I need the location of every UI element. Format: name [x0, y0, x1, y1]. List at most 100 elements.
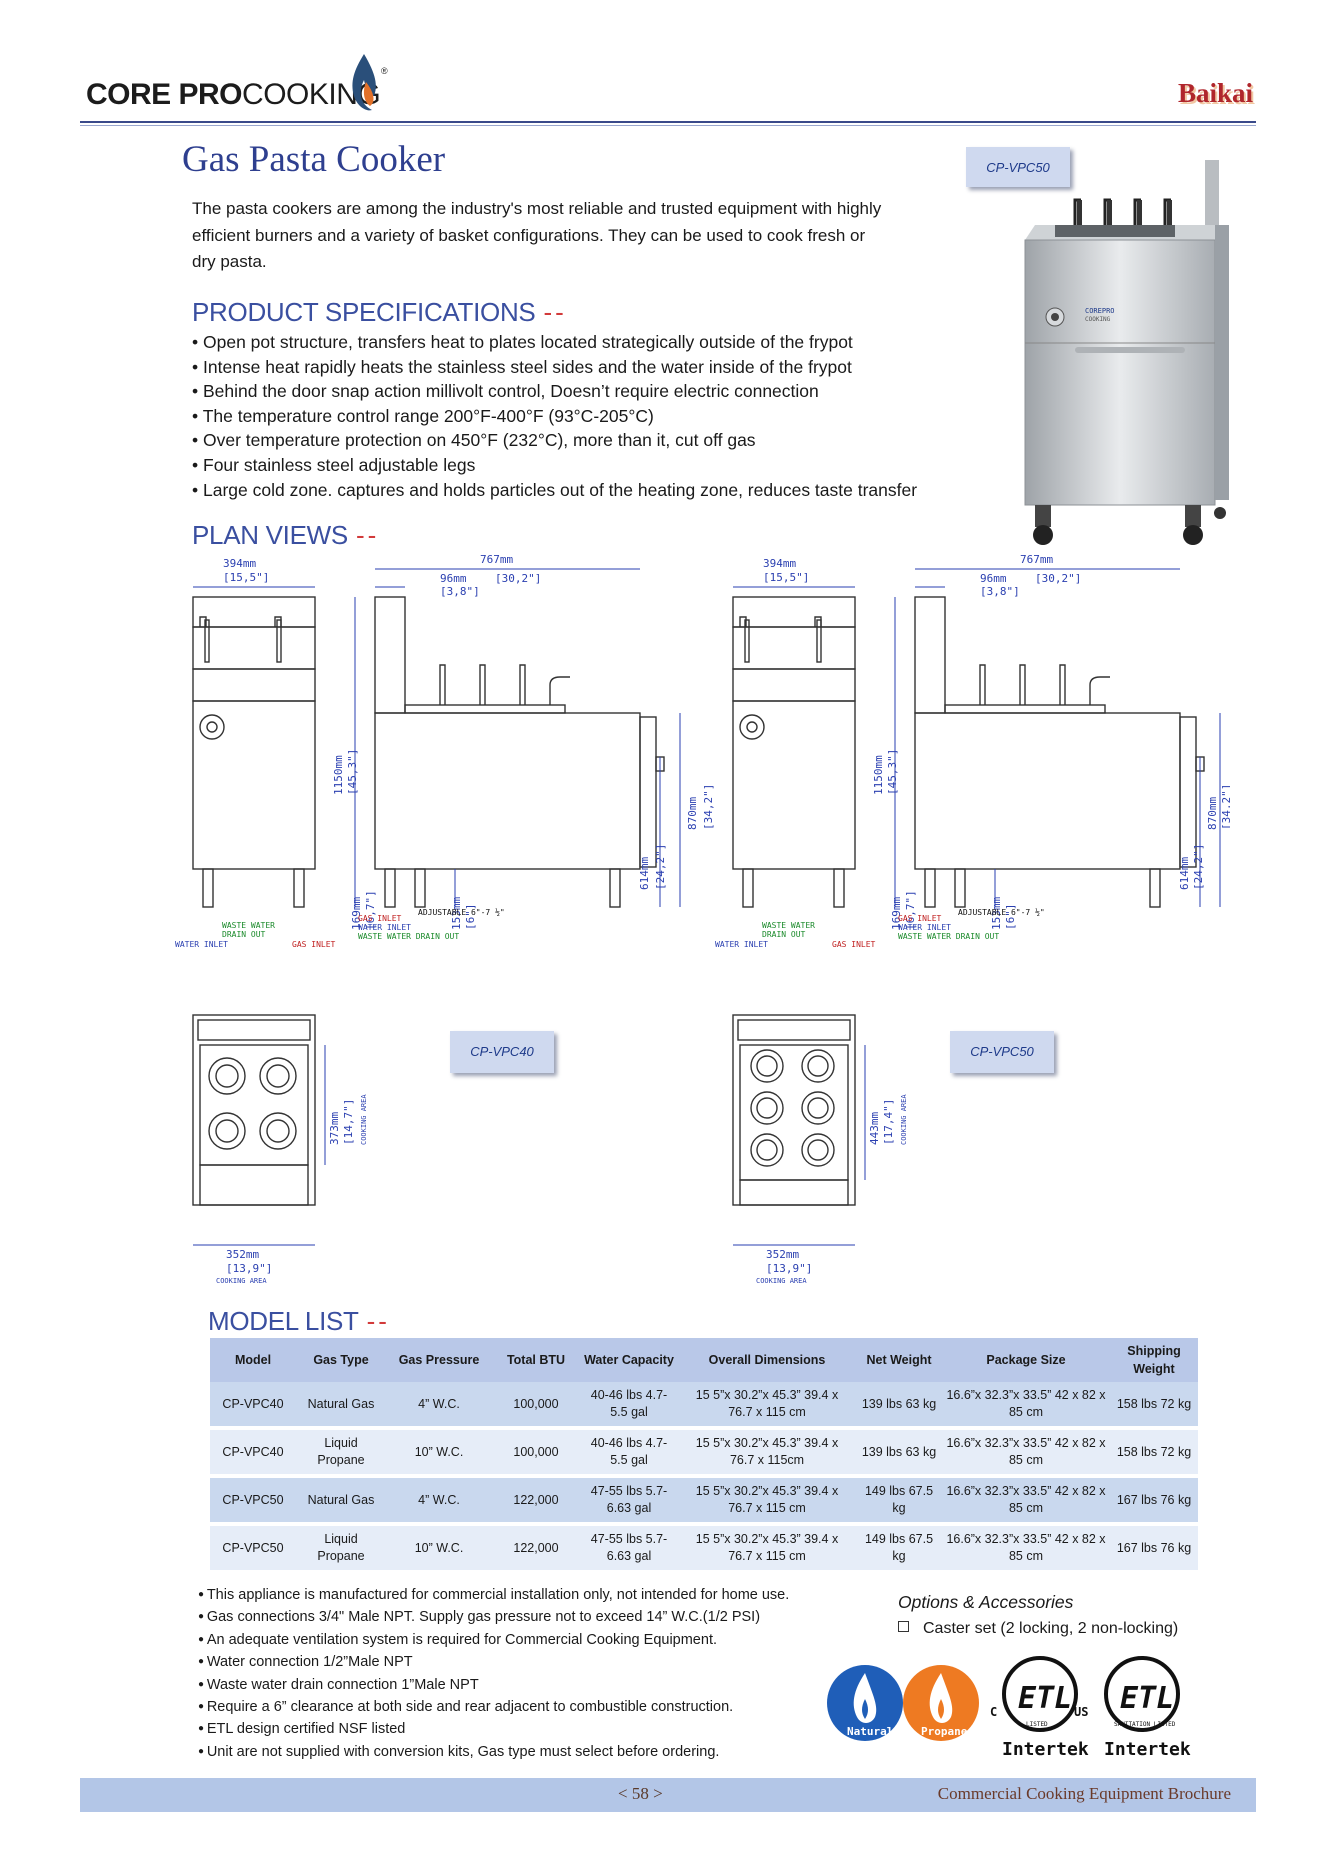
- waste-water-label: WASTE WATER: [762, 921, 815, 930]
- plan-views-drawing: 394mm [15,5"] 767mm 96mm [30,2"] [3,8"] …: [175, 553, 1230, 1285]
- table-cell: Natural Gas: [296, 1382, 386, 1430]
- col-header: Gas Pressure: [386, 1338, 492, 1382]
- table-cell: 40-46 lbs 4.7-5.5 gal: [580, 1382, 678, 1430]
- intertek-text: Intertek: [1104, 1739, 1191, 1760]
- dim-text: [45,3"]: [346, 749, 359, 795]
- table-cell: 10” W.C.: [386, 1524, 492, 1574]
- spec-item: Open pot structure, transfers heat to pl…: [192, 330, 1012, 355]
- col-header: Gas Type: [296, 1338, 386, 1382]
- spec-item: Four stainless steel adjustable legs: [192, 453, 1012, 478]
- footer-title: Commercial Cooking Equipment Brochure: [937, 1784, 1231, 1803]
- option-label: Caster set (2 locking, 2 non-locking): [923, 1620, 1179, 1637]
- table-cell: 158 lbs 72 kg: [1110, 1382, 1198, 1430]
- baikai-logo: Baikai: [1177, 78, 1253, 108]
- etl-us-text: US: [1074, 1705, 1088, 1719]
- gas-type-badges: Natural Gas Propane Gas: [827, 1665, 990, 1741]
- col-header: Total BTU: [492, 1338, 580, 1382]
- model-list-heading: MODEL LIST--: [208, 1306, 390, 1337]
- specs-heading: PRODUCT SPECIFICATIONS--: [192, 297, 567, 328]
- dim-text: 870mm: [686, 797, 699, 830]
- dim-text: [45,3"]: [886, 749, 899, 795]
- table-cell: CP-VPC40: [210, 1428, 296, 1478]
- table-cell: CP-VPC40: [210, 1382, 296, 1430]
- etl-listed-badge: ETL C US LISTED Intertek: [990, 1656, 1089, 1760]
- table-cell: 100,000: [492, 1382, 580, 1430]
- table-cell: 167 lbs 76 kg: [1110, 1524, 1198, 1574]
- dim-text: [15,5"]: [763, 571, 809, 584]
- dim-text: 614mm: [1178, 857, 1191, 890]
- dim-text: 767mm: [1020, 553, 1053, 566]
- table-cell: 15 5”x 30.2”x 45.3” 39.4 x 76.7 x 115 cm: [678, 1382, 856, 1430]
- table-cell: 47-55 lbs 5.7-6.63 gal: [580, 1476, 678, 1526]
- col-header: Package Size: [942, 1338, 1110, 1382]
- table-cell: 47-55 lbs 5.7-6.63 gal: [580, 1524, 678, 1574]
- waste-drain-label: WASTE WATER DRAIN OUT: [358, 932, 459, 941]
- dim-text: [6,7"]: [364, 890, 377, 930]
- gas-inlet-top-label: GAS INLET: [292, 940, 336, 949]
- top-view-vpc40: [192, 1014, 316, 1206]
- option-item-caster[interactable]: Caster set (2 locking, 2 non-locking): [898, 1620, 1178, 1638]
- note-item: Water connection 1/2”Male NPT: [198, 1651, 878, 1673]
- notes-list: This appliance is manufactured for comme…: [198, 1584, 878, 1763]
- page-title: Gas Pasta Cooker: [182, 139, 446, 180]
- page-number: < 58 >: [618, 1784, 663, 1803]
- dim-text: 373mm: [328, 1112, 341, 1145]
- side-body: [374, 712, 641, 870]
- dim-text: [6"]: [464, 904, 477, 931]
- model-tag-vpc40: CP-VPC40: [450, 1031, 554, 1073]
- table-cell: 122,000: [492, 1476, 580, 1526]
- flame-icon: [352, 54, 376, 111]
- logo-bold-text: CORE PRO: [86, 78, 243, 111]
- note-item: This appliance is manufactured for comme…: [198, 1584, 878, 1606]
- dim-text: [3,8"]: [440, 585, 480, 598]
- table-cell: 15 5”x 30.2”x 45.3” 39.4 x 76.7 x 115 cm: [678, 1476, 856, 1526]
- cooking-area-label: COOKING AREA: [216, 1277, 267, 1285]
- table-cell: 10” W.C.: [386, 1428, 492, 1478]
- dim-text: 443mm: [868, 1112, 881, 1145]
- table-cell: 122,000: [492, 1524, 580, 1574]
- cooking-area-label: COOKING AREA: [900, 1094, 908, 1145]
- gas-inlet-label: GAS INLET: [358, 914, 402, 923]
- etl-sanitation-text: SANITATION LISTED: [1114, 1721, 1176, 1728]
- water-inlet-top-label: WATER INLET: [715, 940, 768, 949]
- dim-text: 870mm: [1206, 797, 1219, 830]
- specs-heading-text: PRODUCT SPECIFICATIONS: [192, 297, 536, 327]
- table-cell: Liquid Propane: [296, 1428, 386, 1478]
- cooking-area-label: COOKING AREA: [756, 1277, 807, 1285]
- table-cell: 16.6”x 32.3”x 33.5” 42 x 82 x 85 cm: [942, 1382, 1110, 1430]
- product-model-tag: CP-VPC50: [966, 147, 1070, 187]
- dim-text: 1150mm: [332, 755, 345, 795]
- col-header: Overall Dimensions: [678, 1338, 856, 1382]
- water-inlet-label: WATER INLET: [898, 923, 951, 932]
- table-cell: Natural Gas: [296, 1476, 386, 1526]
- table-cell: 15 5”x 30.2”x 45.3” 39.4 x 76.7 x 115cm: [678, 1428, 856, 1478]
- note-item: ETL design certified NSF listed: [198, 1718, 878, 1740]
- dim-text: 96mm: [440, 572, 467, 585]
- table-cell: CP-VPC50: [210, 1524, 296, 1574]
- table-cell: CP-VPC50: [210, 1476, 296, 1526]
- dim-text: 96mm: [980, 572, 1007, 585]
- dim-text: [6,7"]: [904, 890, 917, 930]
- spec-item: The temperature control range 200°F-400°…: [192, 404, 1012, 429]
- table-cell: 15 5”x 30.2”x 45.3” 39.4 x 76.7 x 115 cm: [678, 1524, 856, 1574]
- checkbox-icon[interactable]: [898, 1621, 909, 1632]
- note-item: Unit are not supplied with conversion ki…: [198, 1741, 878, 1763]
- specs-list: Open pot structure, transfers heat to pl…: [192, 330, 1012, 502]
- top-view-vpc50: [732, 1014, 856, 1206]
- table-cell: 16.6”x 32.3”x 33.5” 42 x 82 x 85 cm: [942, 1524, 1110, 1574]
- col-header: Net Weight: [856, 1338, 942, 1382]
- table-cell: Liquid Propane: [296, 1524, 386, 1574]
- model-table: Model Gas Type Gas Pressure Total BTU Wa…: [210, 1338, 1198, 1574]
- table-cell: 167 lbs 76 kg: [1110, 1476, 1198, 1526]
- model-list-heading-text: MODEL LIST: [208, 1306, 359, 1336]
- plan-heading-dash: --: [355, 520, 380, 550]
- table-cell: 4” W.C.: [386, 1382, 492, 1430]
- note-item: An adequate ventilation system is requir…: [198, 1629, 878, 1651]
- table-cell: 139 lbs 63 kg: [856, 1382, 942, 1430]
- table-header-row: Model Gas Type Gas Pressure Total BTU Wa…: [210, 1338, 1198, 1382]
- dim-text: [17,4"]: [882, 1099, 895, 1145]
- spec-item: Over temperature protection on 450°F (23…: [192, 428, 1012, 453]
- plan-heading-text: PLAN VIEWS: [192, 520, 348, 550]
- water-inlet-label: WATER INLET: [358, 923, 411, 932]
- note-item: Require a 6” clearance at both side and …: [198, 1696, 878, 1718]
